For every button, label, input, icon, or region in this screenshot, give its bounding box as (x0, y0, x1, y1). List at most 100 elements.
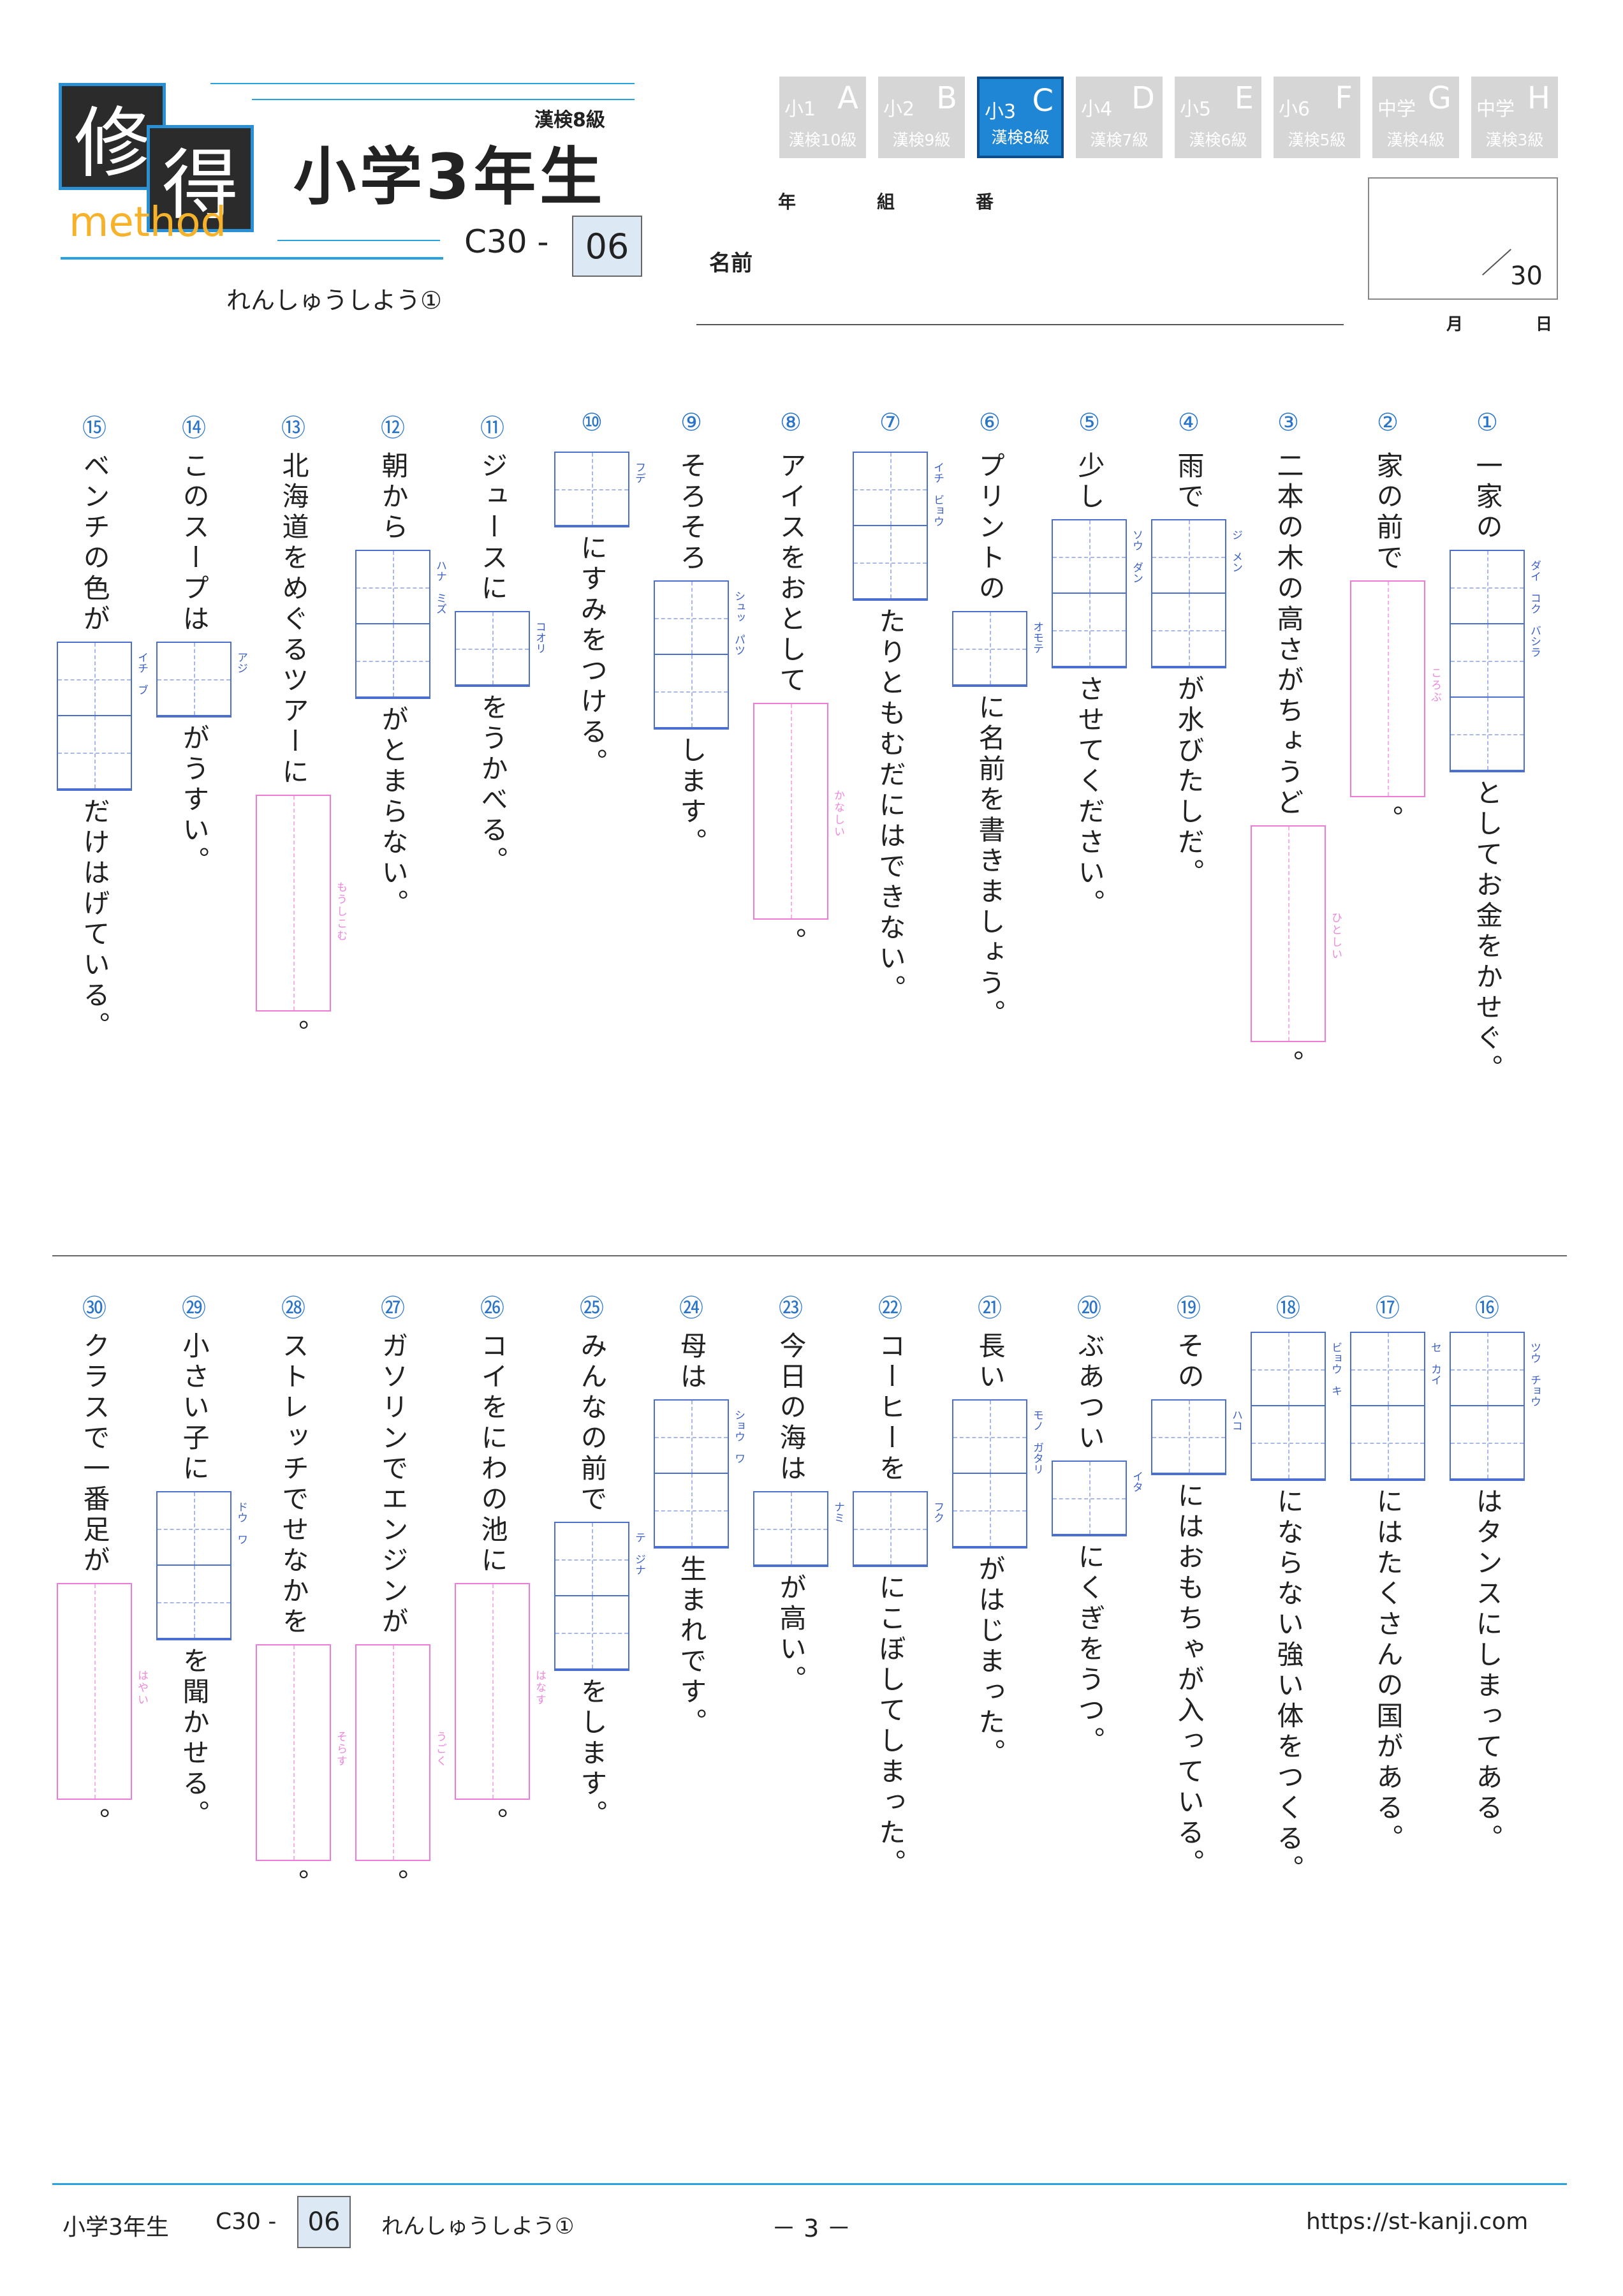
page-title: 小学3年生 (293, 141, 606, 214)
kanji-answer-box[interactable]: イチ ビョウ (853, 452, 944, 601)
furigana-reading: フデ (633, 462, 645, 483)
name-underline (696, 324, 1344, 325)
furigana-reading: ジ メン (1230, 529, 1242, 573)
grade-tab-f[interactable]: 小6 F 漢検5級 (1274, 77, 1360, 158)
footer-code-number: 06 (297, 2196, 351, 2248)
footer-code-prefix: C30 - (216, 2209, 277, 2235)
kanji-answer-box[interactable]: ナミ (753, 1491, 844, 1567)
kanji-answer-box[interactable]: フデ (554, 452, 645, 527)
question-text: はタンスにしまってある。 (1472, 1487, 1503, 1855)
furigana-reading: テ ジナ (633, 1532, 645, 1575)
furigana-reading: ショウ ワ (732, 1409, 745, 1464)
grade-tab-level: 小6 (1279, 98, 1311, 121)
okurigana-answer-box[interactable]: ひとしい (1251, 825, 1342, 1042)
question-number: ④ (1177, 408, 1200, 436)
question-number: ⑭ (181, 414, 206, 442)
question-text: にすみをつける。 (576, 534, 608, 779)
furigana-reading: イチ ビョウ (931, 462, 944, 527)
okurigana-answer-box[interactable]: はやい (57, 1583, 148, 1800)
question-text: 小さい子に (179, 1332, 210, 1485)
grade-tab-level: 中学 (1476, 98, 1515, 121)
kanji-answer-box[interactable]: ビョウ キ (1251, 1332, 1342, 1481)
question-text: 雨で (1173, 452, 1205, 513)
furigana-reading: セ カイ (1428, 1342, 1441, 1385)
question-text: 今日の海は (775, 1332, 807, 1485)
footer-url[interactable]: https://st-kanji.com (1306, 2209, 1529, 2235)
kanji-answer-box[interactable]: イチ ブ (57, 642, 148, 791)
question-text: クラスで一番足が (79, 1332, 110, 1577)
field-nen: 年 (778, 191, 797, 212)
okurigana-answer-box[interactable]: ころぶ (1350, 580, 1441, 797)
question-text: プリントの (974, 452, 1006, 605)
question-text: ベンチの色が (79, 452, 110, 635)
field-kumi: 組 (877, 191, 895, 212)
question-number: ㉒ (878, 1294, 902, 1322)
grade-tab-letter: G (1427, 80, 1451, 116)
page-number: － 3 － (772, 2214, 851, 2242)
question-number: ㉘ (281, 1294, 305, 1322)
question-number: ⑮ (82, 414, 106, 442)
kanji-answer-box[interactable]: オモテ (952, 611, 1043, 687)
okurigana-answer-box[interactable]: うごく (355, 1644, 446, 1861)
okurigana-answer-box[interactable]: もうしこむ (256, 795, 347, 1012)
question-text: ストレッチでせなかを (278, 1332, 309, 1638)
question-number: ㉖ (480, 1294, 504, 1322)
hiragana-reading: はなす (533, 1670, 546, 1707)
furigana-reading: オモテ (1031, 621, 1043, 654)
kanji-answer-box[interactable]: アジ (156, 642, 247, 718)
grade-tab-letter: H (1527, 80, 1550, 116)
kanji-answer-box[interactable]: ジ メン (1151, 519, 1242, 668)
code-prefix: C30 - (464, 223, 549, 260)
question-text: にはおもちゃが入っている。 (1173, 1482, 1205, 1880)
kanji-answer-box[interactable]: セ カイ (1350, 1332, 1441, 1481)
okurigana-answer-box[interactable]: はなす (455, 1583, 546, 1800)
kanji-answer-box[interactable]: ツウ チョウ (1450, 1332, 1541, 1481)
okurigana-answer-box[interactable]: そらす (256, 1644, 347, 1861)
furigana-reading: ダイ コク バシラ (1528, 560, 1541, 658)
furigana-reading: ビョウ キ (1329, 1342, 1342, 1396)
grade-tab-kanken: 漢検6級 (1189, 131, 1247, 149)
furigana-reading: ハナ ミズ (434, 560, 446, 614)
okurigana-answer-box[interactable]: かなしい (753, 703, 844, 920)
grade-tab-kanken: 漢検5級 (1288, 131, 1346, 149)
field-name: 名前 (709, 251, 753, 276)
question-text: 生まれです。 (676, 1555, 707, 1739)
question-text: ガソリンでエンジンが (378, 1332, 409, 1638)
question-text: にくぎをうつ。 (1074, 1543, 1105, 1757)
kanji-answer-box[interactable]: ショウ ワ (654, 1399, 745, 1549)
kanji-answer-box[interactable]: ハナ ミズ (355, 550, 446, 699)
kanji-answer-box[interactable]: フク (853, 1491, 944, 1567)
kanji-answer-box[interactable]: イタ (1052, 1461, 1143, 1536)
kanji-answer-box[interactable]: ダイ コク バシラ (1450, 550, 1541, 772)
hiragana-reading: もうしこむ (334, 881, 347, 943)
kanji-answer-box[interactable]: テ ジナ (554, 1522, 645, 1671)
grade-tab-kanken: 漢検10級 (788, 131, 857, 149)
question-number: ⑩ (580, 408, 603, 436)
question-text: にはたくさんの国がある。 (1372, 1487, 1404, 1855)
hiragana-reading: はやい (135, 1670, 148, 1707)
kanji-answer-box[interactable]: ソウ ダン (1052, 519, 1143, 668)
kanji-answer-box[interactable]: ドウ ワ (156, 1491, 247, 1640)
grade-tab-letter: F (1335, 80, 1353, 116)
kanji-answer-box[interactable]: シュッ パツ (654, 580, 745, 730)
subtitle: れんしゅうしよう① (226, 286, 443, 314)
score-total: 30 (1510, 261, 1543, 291)
question-number: ⑲ (1176, 1294, 1201, 1322)
kanji-answer-box[interactable]: コオリ (455, 611, 546, 687)
kanji-answer-box[interactable]: モノ ガタリ (952, 1399, 1043, 1549)
question-text: させてください。 (1074, 675, 1105, 920)
section-divider (52, 1255, 1567, 1256)
question-text: このスープは (179, 452, 210, 635)
score-box[interactable]: 30 (1368, 177, 1558, 300)
grade-tab-kanken: 漢検4級 (1386, 131, 1445, 149)
grade-tab-letter: B (936, 80, 957, 116)
grade-tab-kanken: 漢検8級 (991, 128, 1050, 147)
kanji-answer-box[interactable]: ハコ (1151, 1399, 1242, 1475)
